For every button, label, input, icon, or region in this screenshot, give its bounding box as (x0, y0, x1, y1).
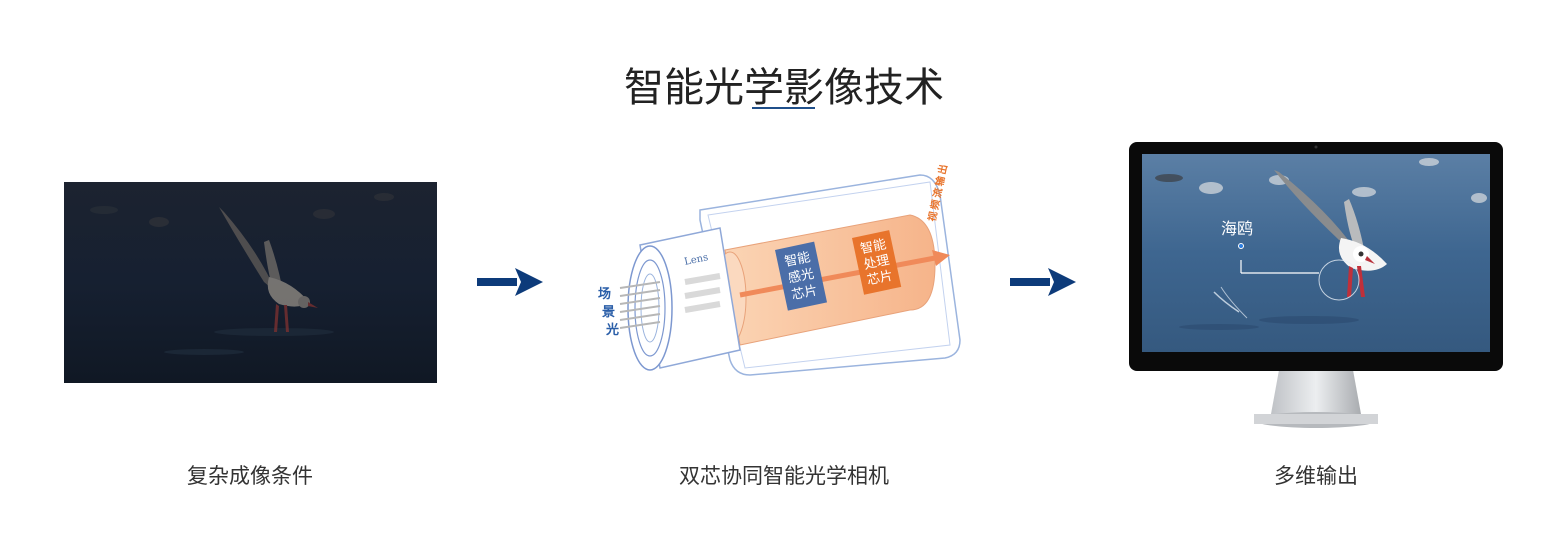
scene-light-label-1: 场 (598, 287, 611, 302)
scene-light-label-2: 景 (602, 305, 615, 320)
sensor-chip-label-2: 感光 (787, 266, 816, 287)
output-label-1: 视 (925, 210, 940, 222)
scene-light-label-3: 光 (605, 322, 619, 338)
output-label-2: 频 (928, 198, 943, 210)
processor-chip-label-2: 处理 (862, 253, 891, 273)
arrow-right-icon (1010, 268, 1076, 296)
step-caption-camera: 双芯协同智能光学相机 (679, 464, 889, 488)
title-underline (752, 107, 815, 109)
output-label-3: 流 (930, 187, 945, 199)
sensor-chip-label-3: 芯片 (790, 283, 819, 303)
processor-chip-label-3: 芯片 (866, 269, 895, 289)
detection-label: 海鸥 (1221, 219, 1253, 238)
output-label-4: 输 (933, 174, 948, 187)
monitor-output: 海鸥 (1129, 142, 1503, 432)
processor-chip-label-1: 智能 (859, 237, 888, 257)
section-title: 智能光学影像技术 (624, 64, 944, 111)
arrow-right-icon (477, 268, 543, 296)
step-caption-output: 多维输出 (1274, 464, 1358, 488)
low-light-photo (64, 182, 437, 383)
camera-diagram: 智能 感光 芯片 智能 处理 芯片 Lens 场 景 光 视 频 流 输 出 (590, 163, 980, 385)
output-label-5: 出 (935, 163, 950, 175)
lens-label: Lens (683, 252, 709, 268)
sensor-chip-label-1: 智能 (783, 250, 812, 270)
step-caption-complex-conditions: 复杂成像条件 (187, 464, 313, 488)
